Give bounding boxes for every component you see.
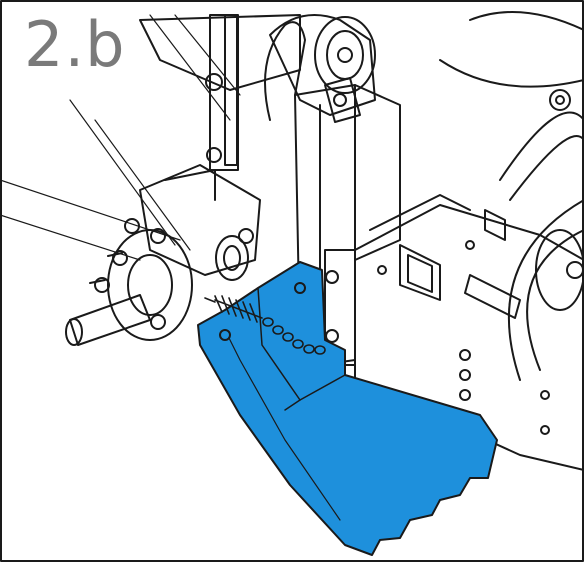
left-rails	[205, 14, 239, 171]
spring	[204, 295, 263, 323]
top-shroud	[139, 14, 301, 91]
bracket	[124, 164, 261, 281]
highlighted-skid-guard	[197, 261, 498, 556]
step-label: 2.b	[20, 10, 130, 80]
pulley	[269, 14, 376, 123]
wheel-hub	[65, 229, 193, 346]
cable-loop	[264, 21, 306, 121]
chain	[262, 317, 326, 355]
drive-belt	[439, 11, 584, 381]
